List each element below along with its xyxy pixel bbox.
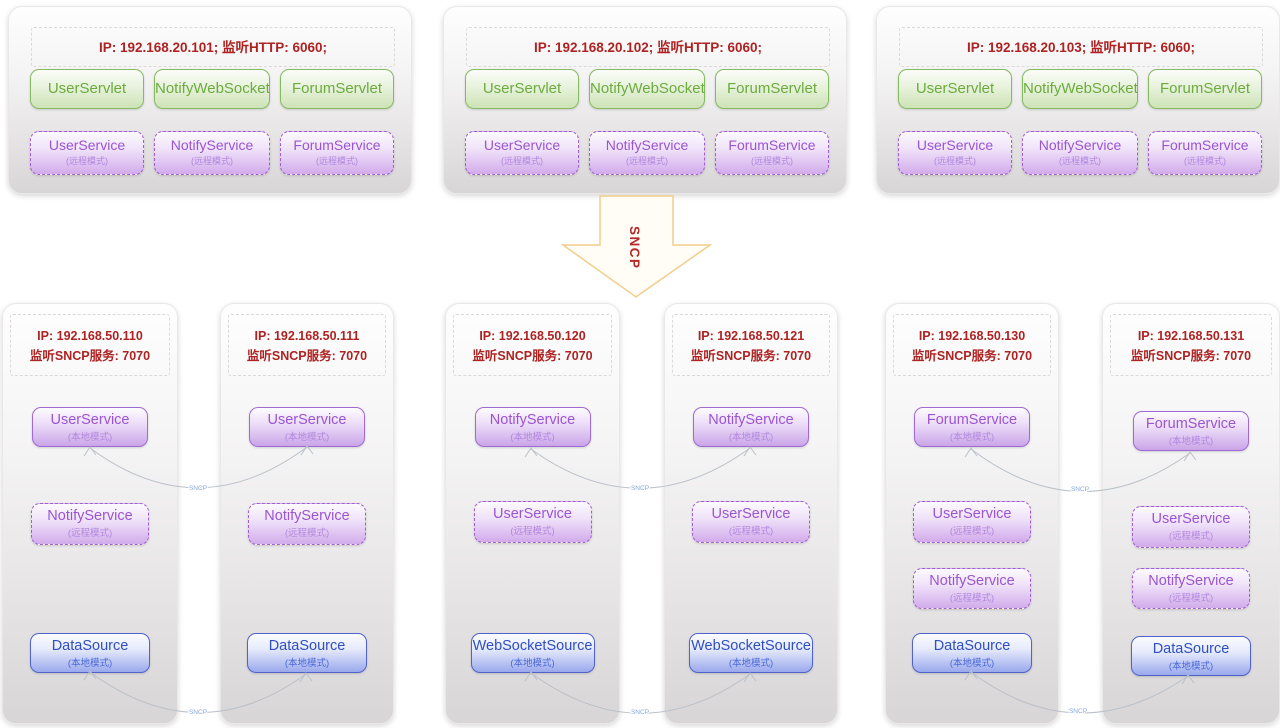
remote-service-box: NotifyService(远程模式) — [913, 568, 1031, 609]
local-service-box: NotifyService(本地模式) — [474, 407, 591, 447]
ip-line1: IP: 192.168.50.131 — [1137, 329, 1245, 343]
remote-service-box: ForumService(远程模式) — [715, 131, 829, 175]
datasource-box: DataSource(本地模式) — [912, 633, 1032, 673]
servlet-box: ForumServlet — [280, 69, 394, 109]
remote-service-box: UserService(远程模式) — [465, 131, 579, 175]
ip-line2: 监听SNCP服务: 7070 — [29, 349, 151, 363]
ip-config-box: IP: 192.168.50.130 监听SNCP服务: 7070 — [893, 314, 1051, 376]
remote-service-box: UserService(远程模式) — [1132, 506, 1250, 548]
ip-config-box: IP: 192.168.50.131 监听SNCP服务: 7070 — [1110, 314, 1272, 376]
remote-service-box: NotifyService(远程模式) — [154, 131, 270, 175]
websocketsource-box: WebSocketSource(本地模式) — [689, 633, 813, 673]
web-node-panel-102: IP: 192.168.20.102; 监听HTTP: 6060; UserSe… — [443, 6, 847, 194]
remote-service-box: UserService(远程模式) — [898, 131, 1012, 175]
ip-config-box: IP: 192.168.50.121 监听SNCP服务: 7070 — [672, 314, 830, 376]
remote-service-box: NotifyService(远程模式) — [589, 131, 705, 175]
local-service-box: NotifyService(本地模式) — [693, 407, 809, 447]
service-node-panel-131: IP: 192.168.50.131 监听SNCP服务: 7070 ForumS… — [1102, 303, 1280, 724]
connector-label: SNCP — [189, 485, 207, 492]
service-node-panel-130: IP: 192.168.50.130 监听SNCP服务: 7070 ForumS… — [885, 303, 1059, 724]
local-service-box: ForumService(本地模式) — [1133, 411, 1249, 451]
sncp-arrow-label: SNCP — [627, 226, 642, 270]
ip-text: IP: 192.168.20.102; 监听HTTP: 6060; — [533, 40, 763, 55]
ip-line2: 监听SNCP服务: 7070 — [1130, 349, 1252, 363]
datasource-box: DataSource(本地模式) — [247, 633, 367, 673]
servlet-box: UserServlet — [898, 69, 1012, 109]
connector-label: SNCP — [631, 485, 649, 492]
local-service-box: ForumService(本地模式) — [914, 407, 1030, 447]
ip-text: IP: 192.168.20.103; 监听HTTP: 6060; — [966, 40, 1196, 55]
ip-line1: IP: 192.168.50.110 — [37, 329, 143, 343]
ip-line2: 监听SNCP服务: 7070 — [911, 349, 1033, 363]
remote-service-box: NotifyService(远程模式) — [31, 503, 149, 545]
servlet-box: UserServlet — [30, 69, 144, 109]
web-node-panel-103: IP: 192.168.20.103; 监听HTTP: 6060; UserSe… — [876, 6, 1280, 194]
ip-config-box: IP: 192.168.20.102; 监听HTTP: 6060; — [466, 27, 830, 67]
servlet-box: NotifyWebSocket — [1022, 69, 1138, 109]
datasource-box: DataSource(本地模式) — [1131, 636, 1251, 676]
remote-service-box: UserService(远程模式) — [30, 131, 144, 175]
remote-service-box: NotifyService(远程模式) — [1132, 568, 1250, 609]
local-service-box: UserService(本地模式) — [32, 407, 148, 447]
ip-line1: IP: 192.168.50.121 — [697, 329, 805, 343]
remote-service-box: NotifyService(远程模式) — [1022, 131, 1138, 175]
remote-service-box: NotifyService(远程模式) — [248, 503, 366, 545]
ip-line2: 监听SNCP服务: 7070 — [690, 349, 812, 363]
service-node-panel-111: IP: 192.168.50.111 监听SNCP服务: 7070 UserSe… — [220, 303, 394, 724]
ip-config-box: IP: 192.168.20.103; 监听HTTP: 6060; — [899, 27, 1263, 67]
servlet-box: ForumServlet — [715, 69, 829, 109]
ip-text: IP: 192.168.20.101; 监听HTTP: 6060; — [98, 40, 328, 55]
ip-line1: IP: 192.168.50.111 — [254, 329, 360, 343]
connector-label: SNCP — [1071, 486, 1089, 493]
remote-service-box: ForumService(远程模式) — [280, 131, 394, 175]
remote-service-box: ForumService(远程模式) — [1148, 131, 1262, 175]
local-service-box: UserService(本地模式) — [249, 407, 365, 447]
ip-line2: 监听SNCP服务: 7070 — [246, 349, 368, 363]
ip-line1: IP: 192.168.50.120 — [479, 329, 586, 343]
datasource-box: DataSource(本地模式) — [30, 633, 150, 673]
remote-service-box: UserService(远程模式) — [913, 501, 1031, 543]
service-node-panel-121: IP: 192.168.50.121 监听SNCP服务: 7070 Notify… — [664, 303, 838, 724]
ip-config-box: IP: 192.168.50.110 监听SNCP服务: 7070 — [10, 314, 170, 376]
servlet-box: ForumServlet — [1148, 69, 1262, 109]
connector-label: SNCP — [1069, 708, 1087, 715]
service-node-panel-110: IP: 192.168.50.110 监听SNCP服务: 7070 UserSe… — [2, 303, 178, 724]
ip-config-box: IP: 192.168.20.101; 监听HTTP: 6060; — [31, 27, 395, 67]
service-node-panel-120: IP: 192.168.50.120 监听SNCP服务: 7070 Notify… — [445, 303, 620, 724]
connector-label: SNCP — [189, 709, 207, 716]
servlet-box: NotifyWebSocket — [589, 69, 705, 109]
ip-config-box: IP: 192.168.50.111 监听SNCP服务: 7070 — [228, 314, 386, 376]
web-node-panel-101: IP: 192.168.20.101; 监听HTTP: 6060; UserSe… — [8, 6, 412, 194]
down-arrow-shape — [560, 195, 713, 298]
connector-label: SNCP — [631, 709, 649, 716]
ip-line1: IP: 192.168.50.130 — [918, 329, 1026, 343]
remote-service-box: UserService(远程模式) — [473, 501, 592, 543]
remote-service-box: UserService(远程模式) — [692, 501, 810, 543]
servlet-box: NotifyWebSocket — [154, 69, 270, 109]
websocketsource-box: WebSocketSource(本地模式) — [470, 633, 595, 673]
ip-config-box: IP: 192.168.50.120 监听SNCP服务: 7070 — [453, 314, 612, 376]
servlet-box: UserServlet — [465, 69, 579, 109]
ip-line2: 监听SNCP服务: 7070 — [472, 349, 593, 363]
